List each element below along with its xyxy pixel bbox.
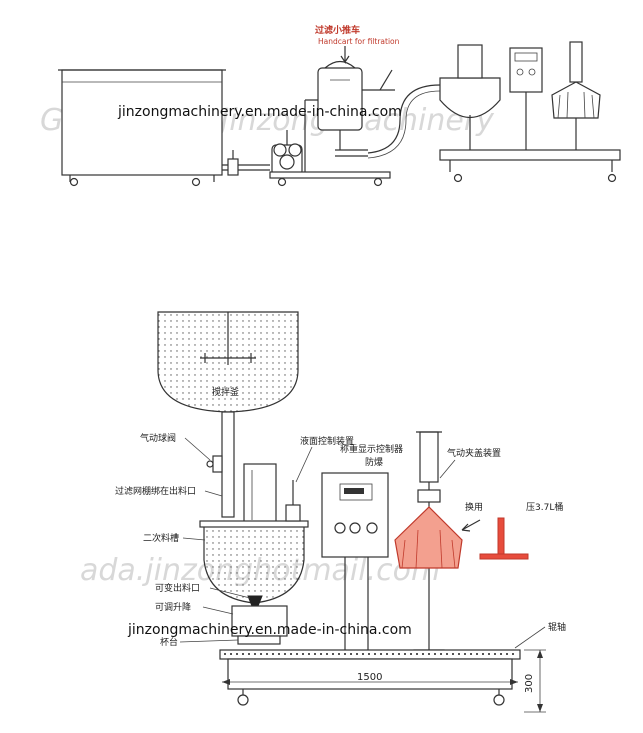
watermark-top: jinzongmachinery.en.made-in-china.com <box>117 104 402 120</box>
filling-machine-top <box>439 41 621 183</box>
label-replaceable: 换用 <box>465 501 483 513</box>
cart-title-cn: 过滤小推车 <box>315 24 360 36</box>
dimension-length <box>222 679 518 685</box>
outlet-lift-assembly <box>231 595 288 645</box>
label-level-control: 液面控制装置 <box>300 435 354 447</box>
label-roller-conveyor: 辊轴 <box>548 621 566 633</box>
label-pneumatic-ball-valve: 气动球阀 <box>140 432 176 444</box>
storage-tank <box>58 69 226 187</box>
title-arrow-icon <box>340 46 350 64</box>
roller-conveyor <box>219 649 521 706</box>
ball-valve-assembly <box>206 411 235 518</box>
label-cup-stand: 杯台 <box>160 636 178 648</box>
bucket-clamp-head <box>479 517 529 560</box>
label-cap-clamp: 气动夹盖装置 <box>447 447 501 459</box>
weighing-controller <box>321 472 389 650</box>
replace-arrow-icon <box>461 519 481 532</box>
secondary-tank <box>199 463 309 604</box>
dimension-length-label: 1500 <box>357 672 382 683</box>
dimension-height-label: 300 <box>524 674 535 693</box>
transfer-hose <box>367 84 441 154</box>
label-secondary-tank: 二次料槽 <box>143 532 179 544</box>
pneumatic-cap-clamp <box>394 431 463 655</box>
label-weighing-controller: 称重显示控制器 <box>340 443 403 455</box>
label-variable-outlet: 可变出料口 <box>155 582 200 594</box>
cart-title-en: Handcart for filtration <box>318 37 400 46</box>
dimension-height <box>524 649 546 713</box>
tank-outlet-pipe <box>222 150 270 176</box>
diaphragm-pump <box>271 130 303 176</box>
filtration-cart <box>269 60 395 187</box>
watermark-bottom: jinzongmachinery.en.made-in-china.com <box>127 622 412 638</box>
label-adjustable-lift: 可调升降 <box>155 601 191 613</box>
label-mixing-tank: 搅拌釜 <box>212 386 239 398</box>
label-filter-mesh: 过滤网棚绑在出料口 <box>115 485 196 497</box>
label-bucket-spec: 压3.7L桶 <box>526 501 563 513</box>
label-explosion-proof: 防爆 <box>365 456 383 468</box>
